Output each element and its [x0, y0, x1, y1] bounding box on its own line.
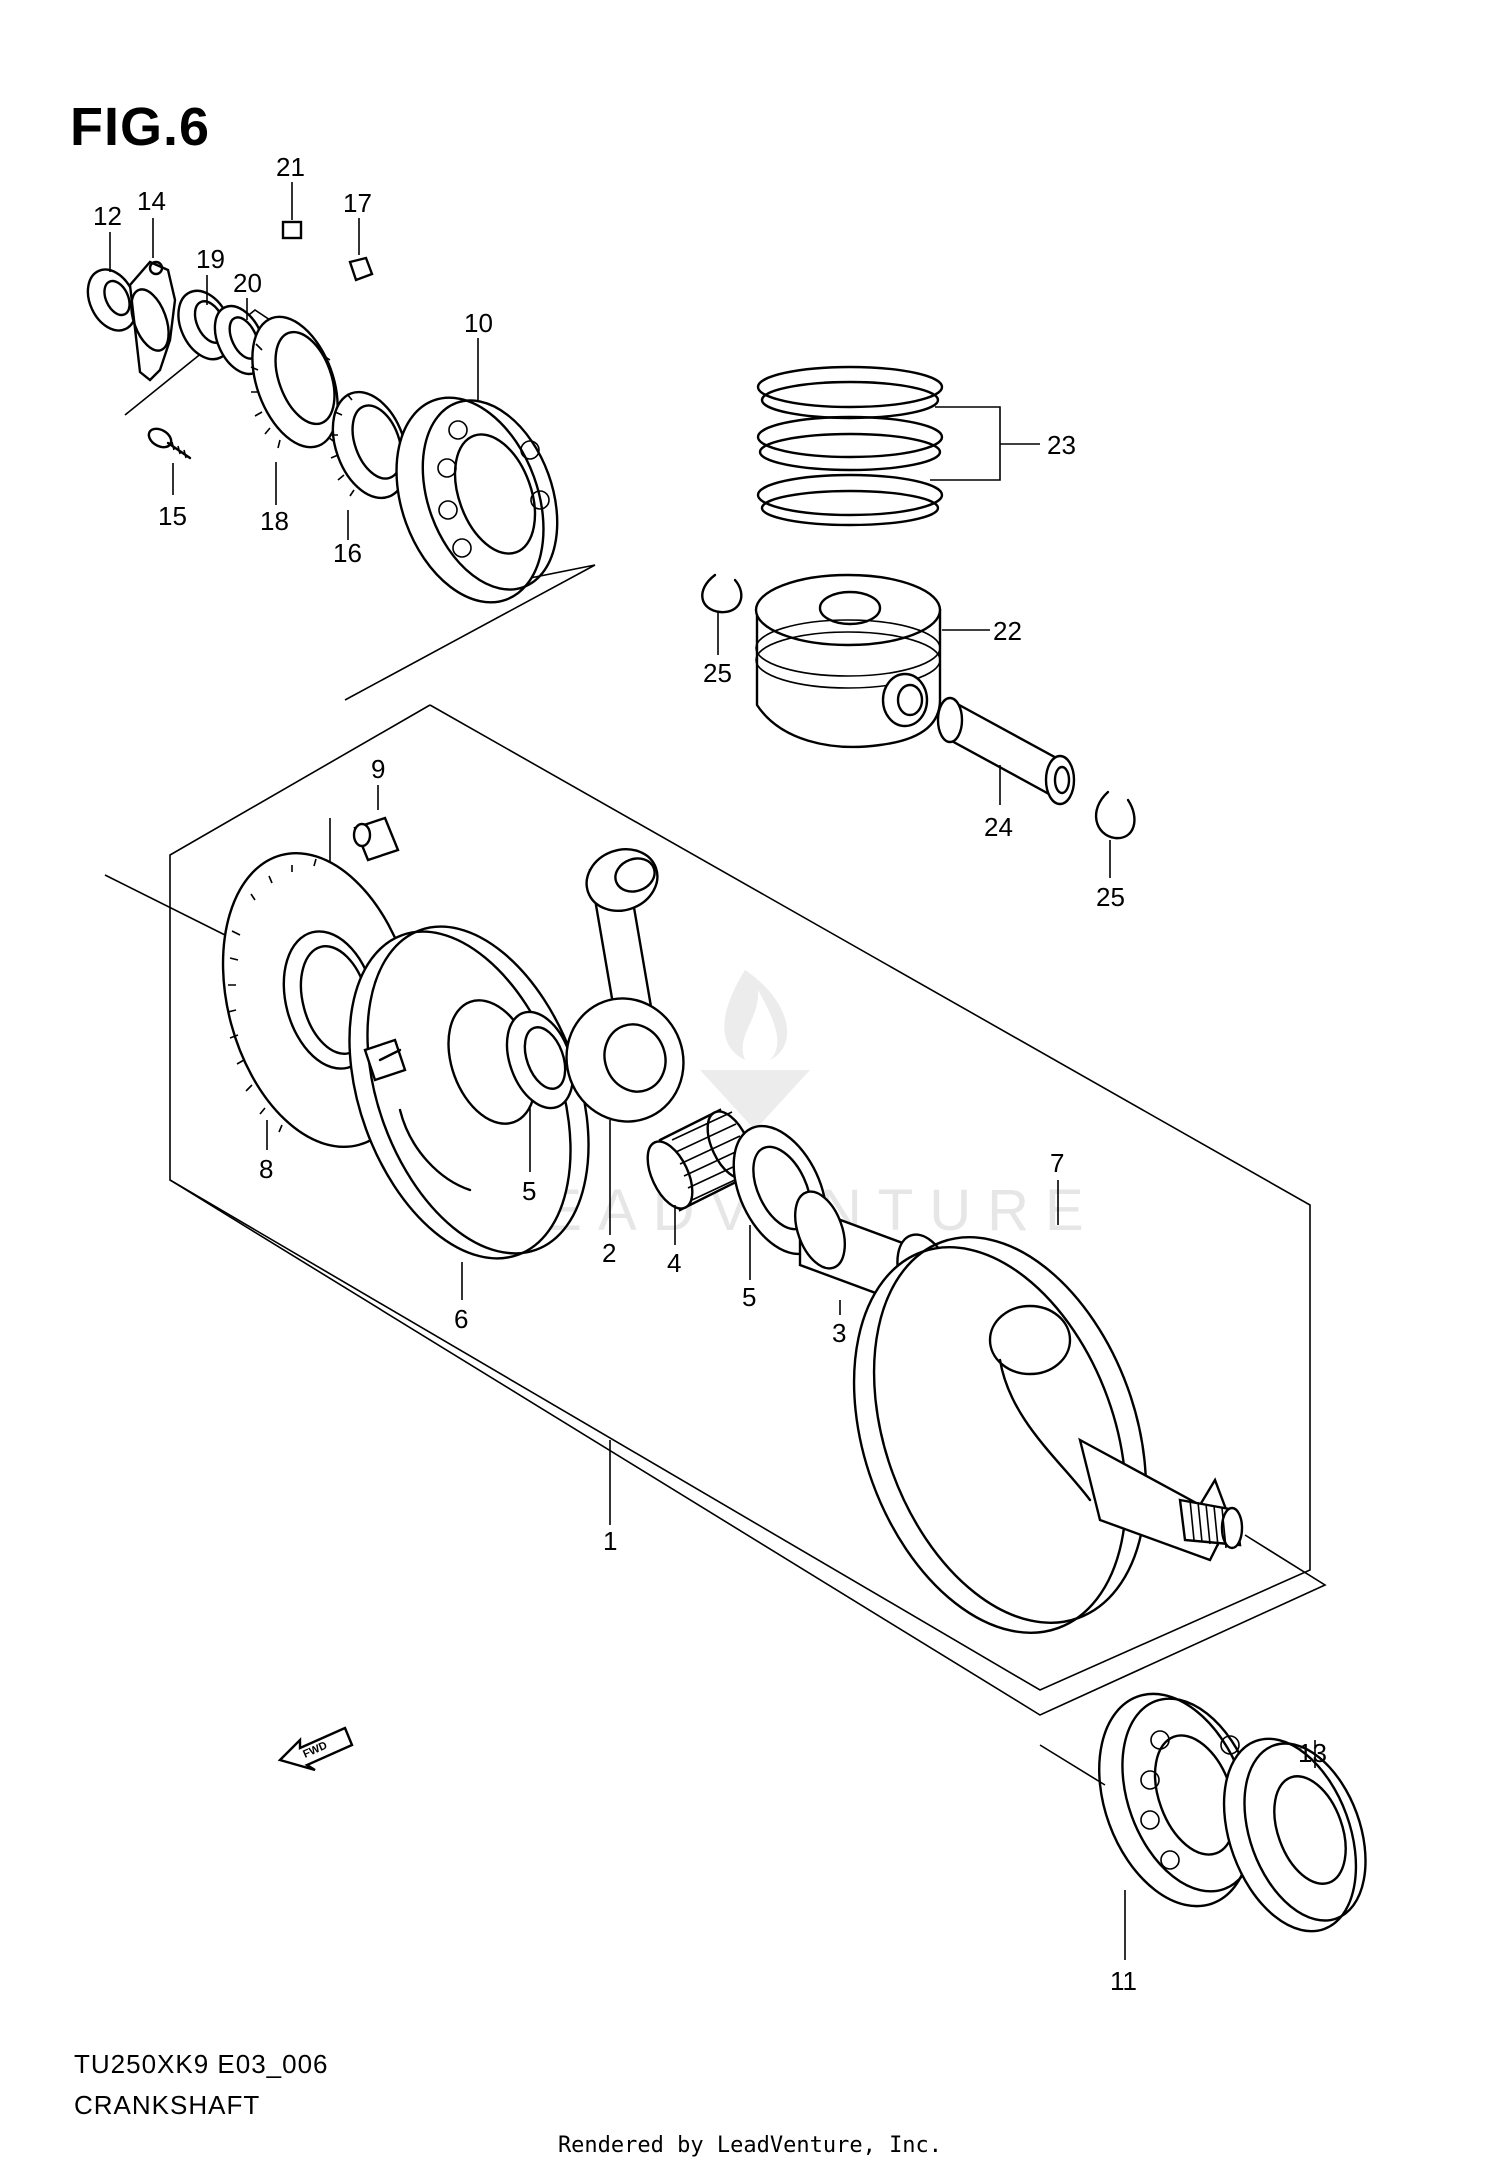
label-23: 23 [1047, 430, 1076, 460]
label-12: 12 [93, 201, 122, 231]
part-10-bearing [395, 396, 559, 604]
label-15: 15 [158, 501, 187, 531]
label-10: 10 [464, 308, 493, 338]
figure-title: FIG.6 [70, 97, 211, 157]
part-18-drive-gear [250, 315, 339, 449]
part-25-clip-lower [1094, 790, 1136, 840]
part-7-crankshaft-right [852, 1236, 1244, 1634]
label-1: 1 [603, 1526, 617, 1556]
part-21-key [281, 220, 303, 240]
part-14-retainer-plate [128, 260, 177, 382]
label-13: 13 [1298, 1738, 1327, 1768]
label-7: 7 [1050, 1148, 1064, 1178]
balancer-drive-group [86, 220, 596, 701]
label-18: 18 [260, 506, 289, 536]
label-2: 2 [602, 1238, 616, 1268]
label-22: 22 [993, 616, 1022, 646]
part-15-screw [147, 427, 192, 460]
section-name: CRANKSHAFT [74, 2090, 261, 2120]
label-25-upper: 25 [703, 658, 732, 688]
label-9: 9 [371, 754, 385, 784]
label-21: 21 [276, 152, 305, 182]
label-8: 8 [259, 1154, 273, 1184]
callout-labels: 12 14 19 20 21 17 10 15 18 16 23 22 25 2… [93, 152, 1327, 1996]
label-5-right: 5 [742, 1282, 756, 1312]
label-24: 24 [984, 812, 1013, 842]
label-16: 16 [333, 538, 362, 568]
label-17: 17 [343, 188, 372, 218]
piston-group [701, 365, 1136, 840]
part-11-bearing [1039, 1692, 1259, 1908]
fwd-direction-badge: FWD [277, 1726, 354, 1772]
label-6: 6 [454, 1304, 468, 1334]
label-5-left: 5 [522, 1176, 536, 1206]
render-credit: Rendered by LeadVenture, Inc. [557, 2133, 943, 2158]
label-14: 14 [137, 186, 166, 216]
part-9-bolt [329, 816, 400, 900]
model-code: TU250XK9 E03_006 [74, 2049, 329, 2079]
leader-lines [109, 182, 1316, 1960]
part-2-connecting-rod [565, 848, 685, 1123]
part-13-oil-seal [1222, 1737, 1367, 1933]
label-20: 20 [233, 268, 262, 298]
part-16-driven-gear [330, 390, 409, 500]
part-17-key [348, 256, 374, 282]
label-3: 3 [832, 1318, 846, 1348]
part-23-piston-rings [756, 365, 1040, 527]
part-22-piston [754, 573, 990, 749]
part-25-clip-upper [701, 573, 743, 614]
part-24-piston-pin [936, 696, 1076, 806]
label-11: 11 [1110, 1966, 1137, 1996]
label-25-lower: 25 [1096, 882, 1125, 912]
crankshaft-assembly-outline [104, 704, 1327, 1716]
label-19: 19 [196, 244, 225, 274]
label-4: 4 [667, 1248, 681, 1278]
